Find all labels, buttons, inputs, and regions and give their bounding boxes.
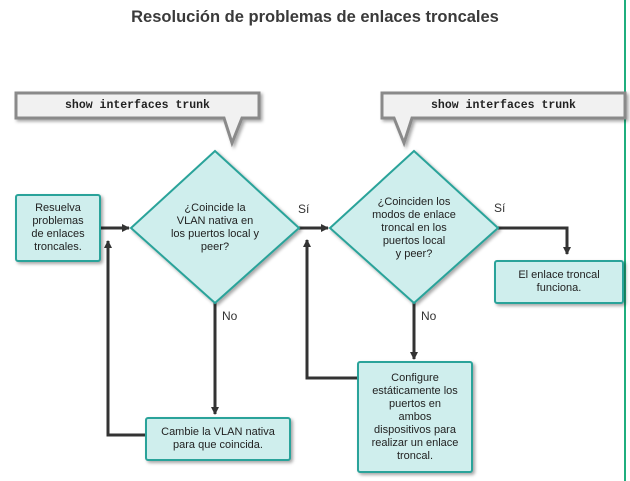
decision-native-vlan-label: ¿Coincide la VLAN nativa en los puertos …: [170, 202, 260, 253]
process-box-resolve-text: Resuelva problemas de enlaces troncales.: [31, 202, 85, 253]
process-box-change-native-vlan-text: Cambie la VLAN nativa para que coincida.: [161, 426, 275, 451]
process-box-resolve: Resuelva problemas de enlaces troncales.: [15, 194, 101, 262]
decision-trunk-modes-label: ¿Coinciden los modos de enlace troncal e…: [372, 195, 456, 260]
right-accent-bar: [624, 0, 626, 481]
process-box-trunk-works: El enlace troncal funciona.: [494, 260, 624, 304]
decision-trunk-modes: [328, 149, 500, 305]
arrow-loop-back-1: [104, 240, 146, 437]
process-box-configure-static-text: Configure estáticamente los puertos en a…: [371, 371, 459, 462]
decision-trunk-modes-text: ¿Coinciden los modos de enlace troncal e…: [349, 175, 479, 281]
callout-left: [14, 91, 261, 148]
label-no-2: No: [421, 309, 437, 323]
page-title: Resolución de problemas de enlaces tronc…: [131, 8, 499, 26]
arrow-loop-back-2: [303, 239, 358, 380]
label-no-1: No: [222, 309, 238, 323]
process-box-configure-static: Configure estáticamente los puertos en a…: [357, 361, 473, 473]
command-show-interfaces-trunk-left: show interfaces trunk: [65, 99, 210, 112]
command-show-interfaces-trunk-right: show interfaces trunk: [431, 99, 576, 112]
process-box-change-native-vlan: Cambie la VLAN nativa para que coincida.: [145, 417, 291, 461]
callout-right: [380, 91, 627, 148]
arrow-decision2-yes: [498, 226, 571, 255]
label-yes-2: Sí: [494, 201, 506, 215]
decision-native-vlan: [129, 149, 301, 305]
process-box-trunk-works-text: El enlace troncal funciona.: [518, 269, 600, 294]
label-yes-1: Sí: [298, 202, 310, 216]
decision-native-vlan-text: ¿Coincide la VLAN nativa en los puertos …: [150, 175, 280, 281]
